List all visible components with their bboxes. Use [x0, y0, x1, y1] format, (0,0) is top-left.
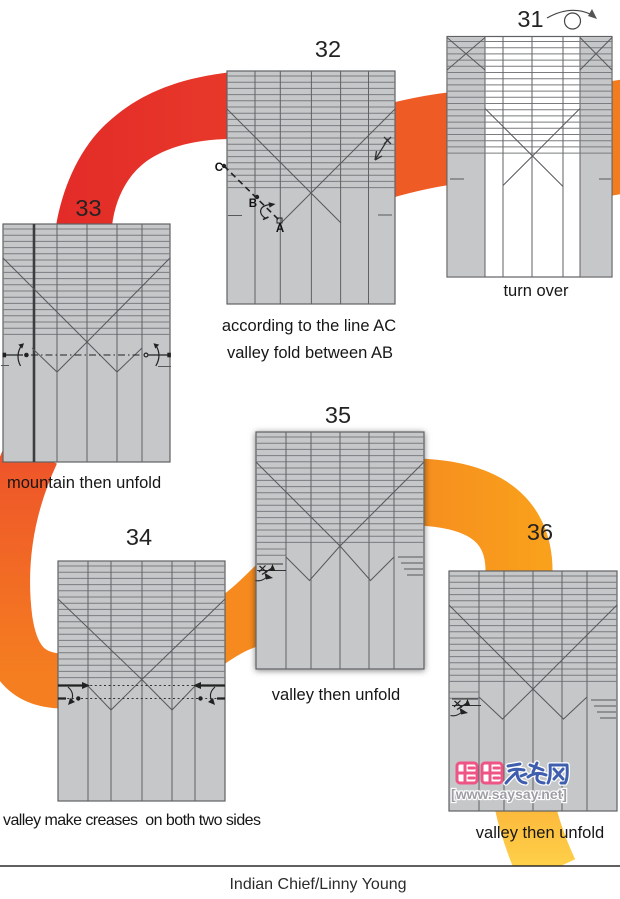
- svg-text:33: 33: [75, 195, 101, 221]
- svg-text:35: 35: [325, 402, 351, 428]
- svg-text:36: 36: [527, 519, 553, 545]
- svg-text:A: A: [276, 223, 284, 235]
- svg-text:32: 32: [315, 36, 341, 62]
- svg-text:Indian Chief/Linny Young: Indian Chief/Linny Young: [229, 876, 406, 893]
- svg-text:B: B: [249, 198, 257, 210]
- svg-text:according to the line AC: according to the line AC: [222, 317, 396, 335]
- svg-text:valley then unfold: valley then unfold: [272, 686, 400, 704]
- svg-text:31: 31: [517, 6, 543, 32]
- svg-text:C: C: [215, 162, 223, 174]
- svg-text:valley then unfold: valley then unfold: [476, 824, 604, 842]
- svg-text:34: 34: [126, 524, 152, 550]
- svg-text:[www.saysay.net]: [www.saysay.net]: [451, 786, 567, 802]
- svg-text:turn over: turn over: [503, 282, 569, 300]
- svg-text:valley make creases on both t: valley make creases on both two sides: [3, 812, 261, 829]
- svg-text:mountain then unfold: mountain then unfold: [7, 474, 161, 492]
- svg-text:valley fold between AB: valley fold between AB: [227, 344, 393, 362]
